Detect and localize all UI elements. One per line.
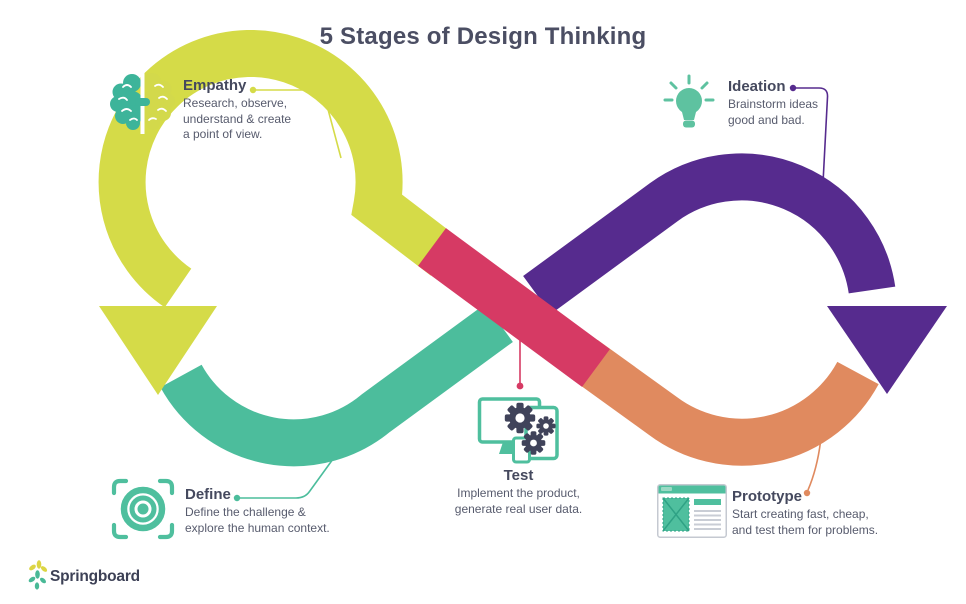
stage-block-test: Test Implement the product, generate rea… — [441, 467, 596, 517]
ideation-connector-dot — [789, 84, 797, 92]
test-band — [418, 228, 610, 387]
test-connector-dot — [516, 382, 524, 390]
springboard-logo-icon — [28, 560, 48, 590]
brand-name: Springboard — [50, 568, 140, 585]
empathy-arrowhead-icon — [99, 306, 217, 395]
target-icon — [111, 478, 175, 540]
define-connector-dot — [233, 494, 241, 502]
prototype-connector — [807, 441, 822, 491]
lightbulb-icon — [663, 74, 715, 128]
stage-block-empathy: Empathy Research, observe, understand & … — [183, 77, 291, 143]
stage-desc-ideation: Brainstorm ideas good and bad. — [728, 97, 819, 127]
ideation-arrowhead-icon — [827, 306, 947, 394]
stage-desc-prototype: Start creating fast, cheap, and test the… — [732, 507, 879, 537]
stage-block-define: Define Define the challenge & explore th… — [185, 486, 330, 536]
prototype-arc — [570, 339, 879, 466]
wireframe-icon — [657, 484, 727, 538]
brain-icon — [110, 72, 175, 134]
stage-desc-define: Define the challenge & explore the human… — [185, 505, 330, 535]
empathy-arc — [98, 29, 460, 308]
prototype-connector-dot — [803, 489, 811, 497]
stage-label-empathy: Empathy — [183, 77, 247, 94]
empathy-connector-dot — [249, 86, 257, 94]
stage-label-define: Define — [185, 486, 231, 503]
page-title: 5 Stages of Design Thinking — [319, 23, 647, 50]
stage-desc-test: Implement the product, generate real use… — [454, 486, 583, 516]
ideation-connector — [796, 87, 829, 184]
stage-block-prototype: Prototype Start creating fast, cheap, an… — [732, 488, 878, 538]
stage-label-prototype: Prototype — [732, 488, 803, 505]
ideation-arc — [523, 153, 896, 314]
define-connector — [240, 458, 334, 499]
stage-label-ideation: Ideation — [728, 78, 786, 95]
stage-desc-empathy: Research, observe, understand & create a… — [183, 96, 292, 141]
stage-block-ideation: Ideation Brainstorm ideas good and bad. — [728, 78, 818, 128]
gears-icon — [477, 397, 559, 464]
stage-label-test: Test — [503, 467, 534, 484]
define-arc — [160, 304, 513, 467]
